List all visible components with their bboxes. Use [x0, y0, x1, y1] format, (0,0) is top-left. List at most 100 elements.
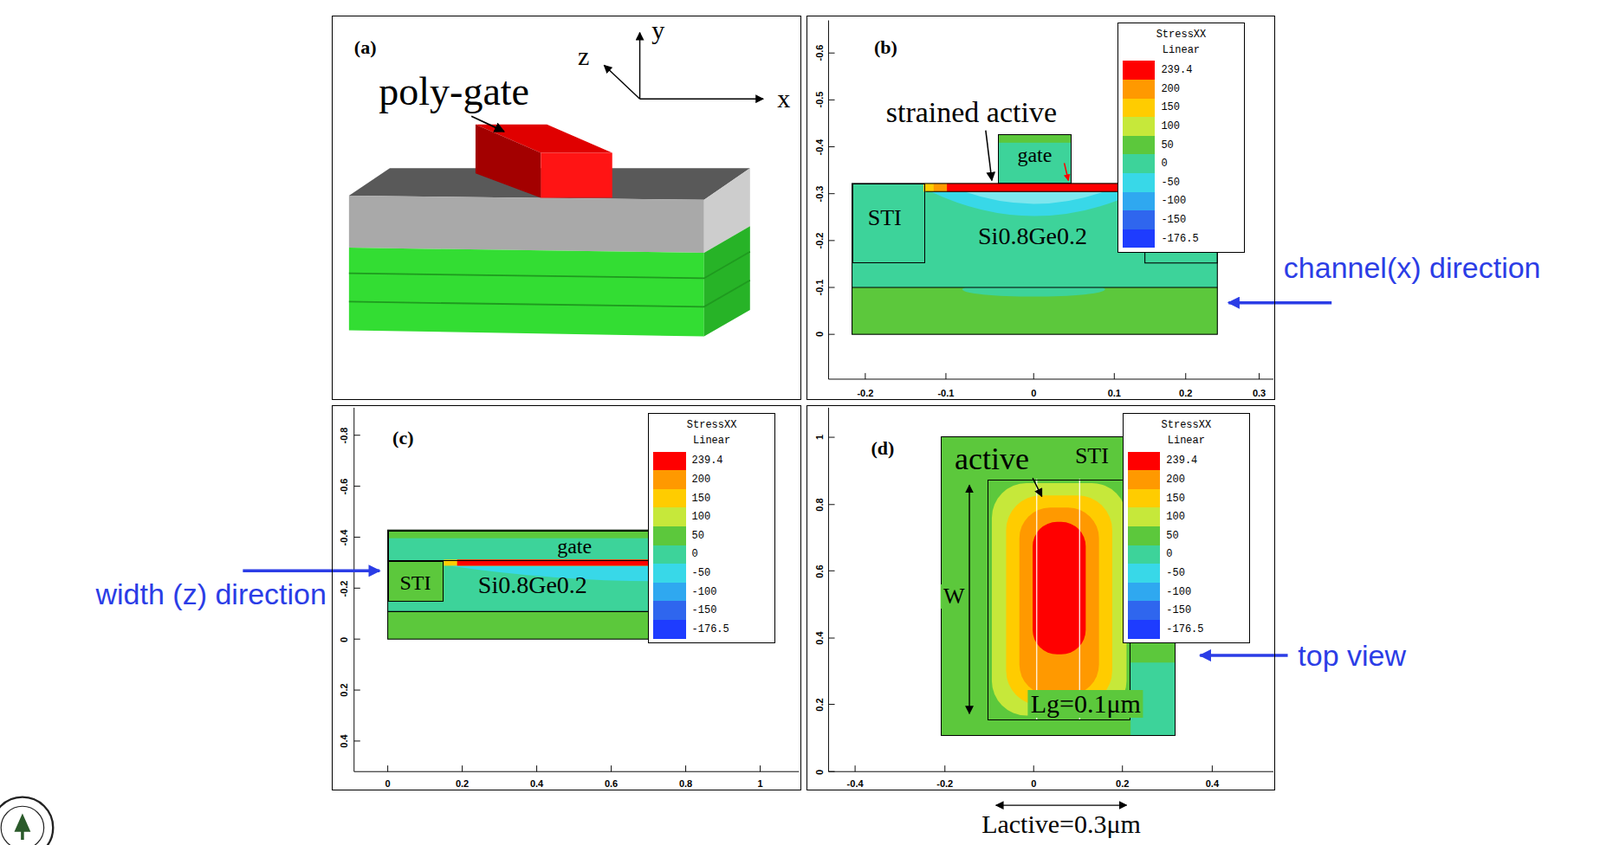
legend-row: 150: [1127, 489, 1245, 509]
dimension-label: Lg=0.1μm: [1028, 690, 1144, 719]
legend-value: 239.4: [1160, 64, 1192, 76]
legend-value: 50: [692, 531, 705, 542]
legend-title: Linear: [1167, 435, 1205, 447]
panel-tag: (b): [874, 38, 898, 58]
university-seal: [0, 797, 53, 845]
legend-row: 150: [653, 489, 771, 509]
legend-value: 200: [1160, 84, 1180, 95]
legend-value: 100: [692, 511, 712, 523]
legend-title: StressXX: [1161, 420, 1212, 431]
legend-swatch: [1122, 98, 1156, 118]
legend-swatch: [1127, 620, 1161, 640]
legend-row: 200: [1122, 79, 1240, 99]
legend-swatch: [1122, 60, 1156, 80]
legend-value: 50: [1165, 531, 1179, 542]
legend-value: -100: [1160, 195, 1186, 207]
annotation: width (z) direction: [96, 579, 327, 609]
legend-swatch: [653, 470, 687, 490]
legend-value: -150: [1160, 214, 1186, 226]
legend-value: 100: [1160, 121, 1180, 132]
legend-swatch: [1122, 136, 1156, 156]
axis-name: x: [777, 85, 791, 112]
legend-title: Linear: [693, 435, 731, 447]
tick-label: -0.6: [814, 45, 824, 62]
tick-label: 0.4: [530, 778, 544, 789]
legend-row: 150: [1122, 98, 1240, 118]
tick-label: 0.4: [1205, 778, 1219, 789]
legend-row: -150: [1122, 210, 1240, 230]
legend-swatch: [1127, 526, 1161, 546]
active-region: active: [987, 479, 1131, 721]
region-label: STI: [868, 207, 902, 230]
tick-label: 0.2: [1115, 778, 1129, 789]
legend-swatch: [1122, 192, 1156, 212]
legend-row: -176.5: [1127, 620, 1245, 640]
stress-map-width: [354, 408, 800, 772]
stress-map-channel: [828, 20, 1274, 380]
legend-value: 150: [1160, 102, 1180, 113]
tick-label: 0.2: [1178, 388, 1192, 398]
legend-swatch: [653, 601, 687, 621]
legend-row: -50: [1127, 563, 1245, 583]
gate-region: gate: [388, 531, 650, 562]
annotation: top view: [1297, 641, 1406, 671]
legend-value: 239.4: [692, 455, 724, 467]
legend-row: 200: [653, 470, 771, 490]
legend-value: 200: [692, 474, 712, 486]
tick-label: 0.4: [814, 632, 824, 646]
tick-label: 0: [1030, 388, 1037, 398]
tick-label: 0.2: [455, 778, 469, 789]
legend-row: -100: [1127, 582, 1245, 603]
legend-swatch: [1122, 79, 1156, 99]
tick-label: 1: [814, 434, 824, 441]
legend-swatch: [1127, 470, 1161, 490]
legend-row: 200: [1127, 470, 1245, 490]
legend-swatch: [653, 620, 687, 640]
legend-value: -50: [692, 568, 712, 579]
legend-swatch: [1127, 563, 1161, 583]
legend-swatch: [653, 582, 687, 603]
annotation: channel(x) direction: [1283, 252, 1542, 283]
legend-row: -150: [653, 601, 771, 621]
legend-swatch: [653, 545, 687, 565]
tick-label: -0.1: [937, 388, 954, 398]
legend-row: -176.5: [653, 620, 771, 640]
part-label: poly-gate: [378, 71, 530, 112]
tick-label: 0.6: [814, 564, 824, 578]
panel-tag: (d): [870, 439, 894, 459]
sti-region: STI: [852, 183, 927, 264]
legend-swatch: [653, 452, 687, 472]
legend-swatch: [1122, 173, 1156, 193]
tick-label: 0.2: [338, 684, 349, 698]
legend-row: 100: [1127, 507, 1245, 527]
stress-map-top: [828, 408, 1274, 806]
tick-label: -0.2: [814, 233, 824, 250]
tick-label: -0.6: [338, 478, 349, 495]
legend-value: 239.4: [1165, 455, 1198, 467]
legend-row: -50: [653, 563, 771, 583]
legend-swatch: [653, 507, 687, 527]
tick-label: -0.4: [814, 138, 824, 156]
sige-region: Si0.8Ge0.2: [925, 191, 1145, 288]
legend-row: 0: [1127, 545, 1245, 565]
legend-value: 150: [1165, 493, 1186, 505]
legend-value: 0: [1160, 158, 1167, 169]
tick-label: -0.4: [847, 778, 864, 789]
legend-title: StressXX: [686, 420, 738, 431]
tick-label: -0.4: [338, 529, 349, 546]
legend-value: -176.5: [1160, 233, 1199, 245]
region-label: Si0.8Ge0.2: [478, 573, 588, 598]
legend-value: -50: [1165, 568, 1186, 579]
region-label: Si0.8Ge0.2: [978, 224, 1088, 249]
legend-swatch: [1127, 489, 1161, 509]
legend-row: -50: [1122, 173, 1240, 193]
legend-row: 0: [1122, 154, 1240, 174]
region-label: STI: [399, 572, 431, 594]
part-label: strained active: [886, 97, 1057, 128]
legend-value: -50: [1160, 177, 1180, 188]
region-label: gate: [1017, 144, 1052, 166]
legend-value: 150: [692, 493, 712, 505]
legend-value: -176.5: [1165, 624, 1204, 635]
